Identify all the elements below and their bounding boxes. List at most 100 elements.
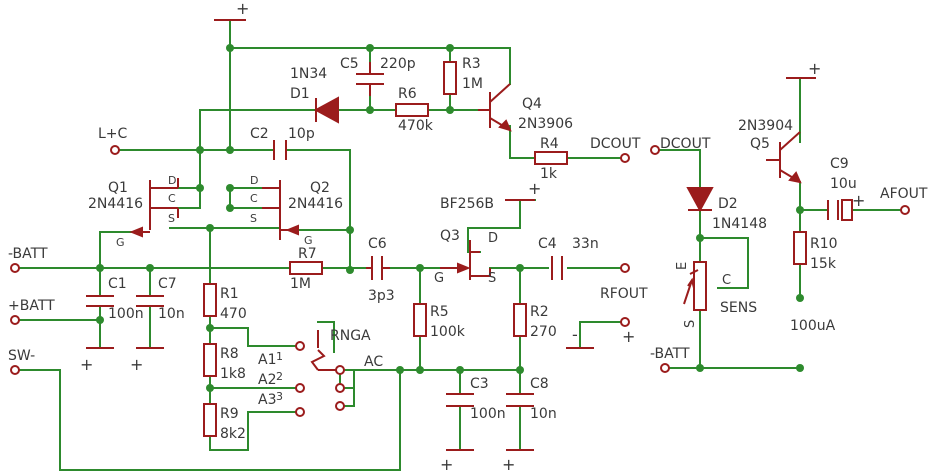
labels: + + + + + + + + + - L+C -BATT +BATT SW- … xyxy=(8,0,928,474)
net-a1-pin: 1 xyxy=(276,350,283,363)
net-batt-neg2: -BATT xyxy=(650,346,690,362)
c4-capacitor xyxy=(551,256,563,280)
r5-name: R5 xyxy=(430,304,449,320)
c9-value: 10u xyxy=(830,176,857,192)
sens-pin-c: C xyxy=(722,273,731,288)
d1-name: D1 xyxy=(290,86,310,102)
plus-q5: + xyxy=(808,59,821,78)
d2-name: D2 xyxy=(718,196,738,212)
q4-value: 2N3906 xyxy=(518,116,573,132)
c9-capacitor xyxy=(827,200,839,220)
c6-value: 3p3 xyxy=(368,288,395,304)
c1-value: 100n xyxy=(108,306,144,322)
c1-name: C1 xyxy=(108,276,127,292)
r4-name: R4 xyxy=(540,136,559,152)
q2-name: Q2 xyxy=(310,180,330,196)
d2-value: 1N4148 xyxy=(712,216,767,232)
c5-name: C5 xyxy=(340,56,359,72)
r2-value: 270 xyxy=(530,324,557,340)
net-a3-pin: 3 xyxy=(276,390,283,403)
c1-capacitor xyxy=(86,295,114,307)
net-a2: A2 xyxy=(258,372,276,388)
r10-resistor xyxy=(793,231,807,265)
c2-name: C2 xyxy=(250,126,269,142)
q2-pin-s: S xyxy=(250,212,257,225)
plus-c9: + xyxy=(852,191,865,210)
q3-pin-d: D xyxy=(488,231,498,246)
plus-bf256: + xyxy=(528,179,541,198)
r7-name: R7 xyxy=(298,246,317,262)
r1-resistor xyxy=(203,283,217,317)
r6-value: 470k xyxy=(398,118,434,134)
junctions xyxy=(96,44,804,392)
r7-value: 1M xyxy=(290,276,311,292)
r3-value: 1M xyxy=(462,76,483,92)
current-label: 100uA xyxy=(790,318,836,334)
c6-capacitor xyxy=(366,256,390,280)
c7-capacitor xyxy=(136,295,164,307)
q2-pin-g: G xyxy=(304,234,313,247)
r3-name: R3 xyxy=(462,56,481,72)
net-ac: AC xyxy=(364,354,383,370)
q1-fet xyxy=(132,180,178,233)
q4-transistor xyxy=(478,83,511,131)
q1-value: 2N4416 xyxy=(88,196,143,212)
c5-value: 220p xyxy=(380,56,416,72)
plus-c7: + xyxy=(130,355,143,374)
net-sw: SW- xyxy=(8,348,35,364)
r8-resistor xyxy=(203,343,217,377)
c7-value: 10n xyxy=(158,306,185,322)
q3-fet xyxy=(440,240,491,280)
r4-value: 1k xyxy=(540,166,558,182)
q1-name: Q1 xyxy=(108,180,128,196)
net-a3: A3 xyxy=(258,392,276,408)
net-afout: AFOUT xyxy=(880,186,928,202)
q3-value: BF256B xyxy=(440,196,494,212)
q2-fet xyxy=(262,180,296,240)
net-batt-pos: +BATT xyxy=(8,298,55,314)
net-lc: L+C xyxy=(98,126,128,142)
q2-value: 2N4416 xyxy=(288,196,343,212)
sens-pin-s: S xyxy=(683,320,698,328)
q3-pin-g: G xyxy=(434,271,444,286)
sens-pin-e: E xyxy=(675,262,690,270)
d1-value: 1N34 xyxy=(290,66,327,82)
r5-value: 100k xyxy=(430,324,466,340)
sens-sensor xyxy=(693,261,707,311)
q5-value: 2N3904 xyxy=(738,118,793,134)
c7-name: C7 xyxy=(158,276,177,292)
plus-c8: + xyxy=(502,455,515,474)
minus-rfout: - xyxy=(572,325,578,344)
net-batt-neg: -BATT xyxy=(8,246,48,262)
r1-name: R1 xyxy=(220,286,239,302)
plus-rfout: + xyxy=(622,327,635,346)
terminals xyxy=(10,145,910,417)
q3-name: Q3 xyxy=(440,228,460,244)
q1-pin-d: D xyxy=(168,174,176,187)
q1-pin-s: S xyxy=(168,212,175,225)
q2-pin-d: D xyxy=(250,174,258,187)
c4-name: C4 xyxy=(538,236,557,252)
net-a2-pin: 2 xyxy=(276,370,283,383)
wires xyxy=(19,19,901,471)
q1-pin-c: C xyxy=(168,192,176,205)
q2-pin-c: C xyxy=(250,192,258,205)
plus-top: + xyxy=(236,0,249,18)
c9-name: C9 xyxy=(830,156,849,172)
r10-value: 15k xyxy=(810,256,837,272)
r3-resistor xyxy=(443,61,457,95)
c3-name: C3 xyxy=(470,376,489,392)
d2-diode xyxy=(686,187,714,213)
d1-diode xyxy=(313,96,339,124)
r8-value: 1k8 xyxy=(220,366,246,382)
plus-c1: + xyxy=(80,355,93,374)
q5-name: Q5 xyxy=(750,136,770,152)
net-dcout2: DCOUT xyxy=(660,136,711,152)
net-rfout: RFOUT xyxy=(600,286,648,302)
r5-resistor xyxy=(413,303,427,337)
r9-resistor xyxy=(203,403,217,437)
plus-c3: + xyxy=(440,455,453,474)
c2-value: 10p xyxy=(288,126,315,142)
q5-transistor xyxy=(766,131,801,183)
c3-value: 100n xyxy=(470,406,506,422)
